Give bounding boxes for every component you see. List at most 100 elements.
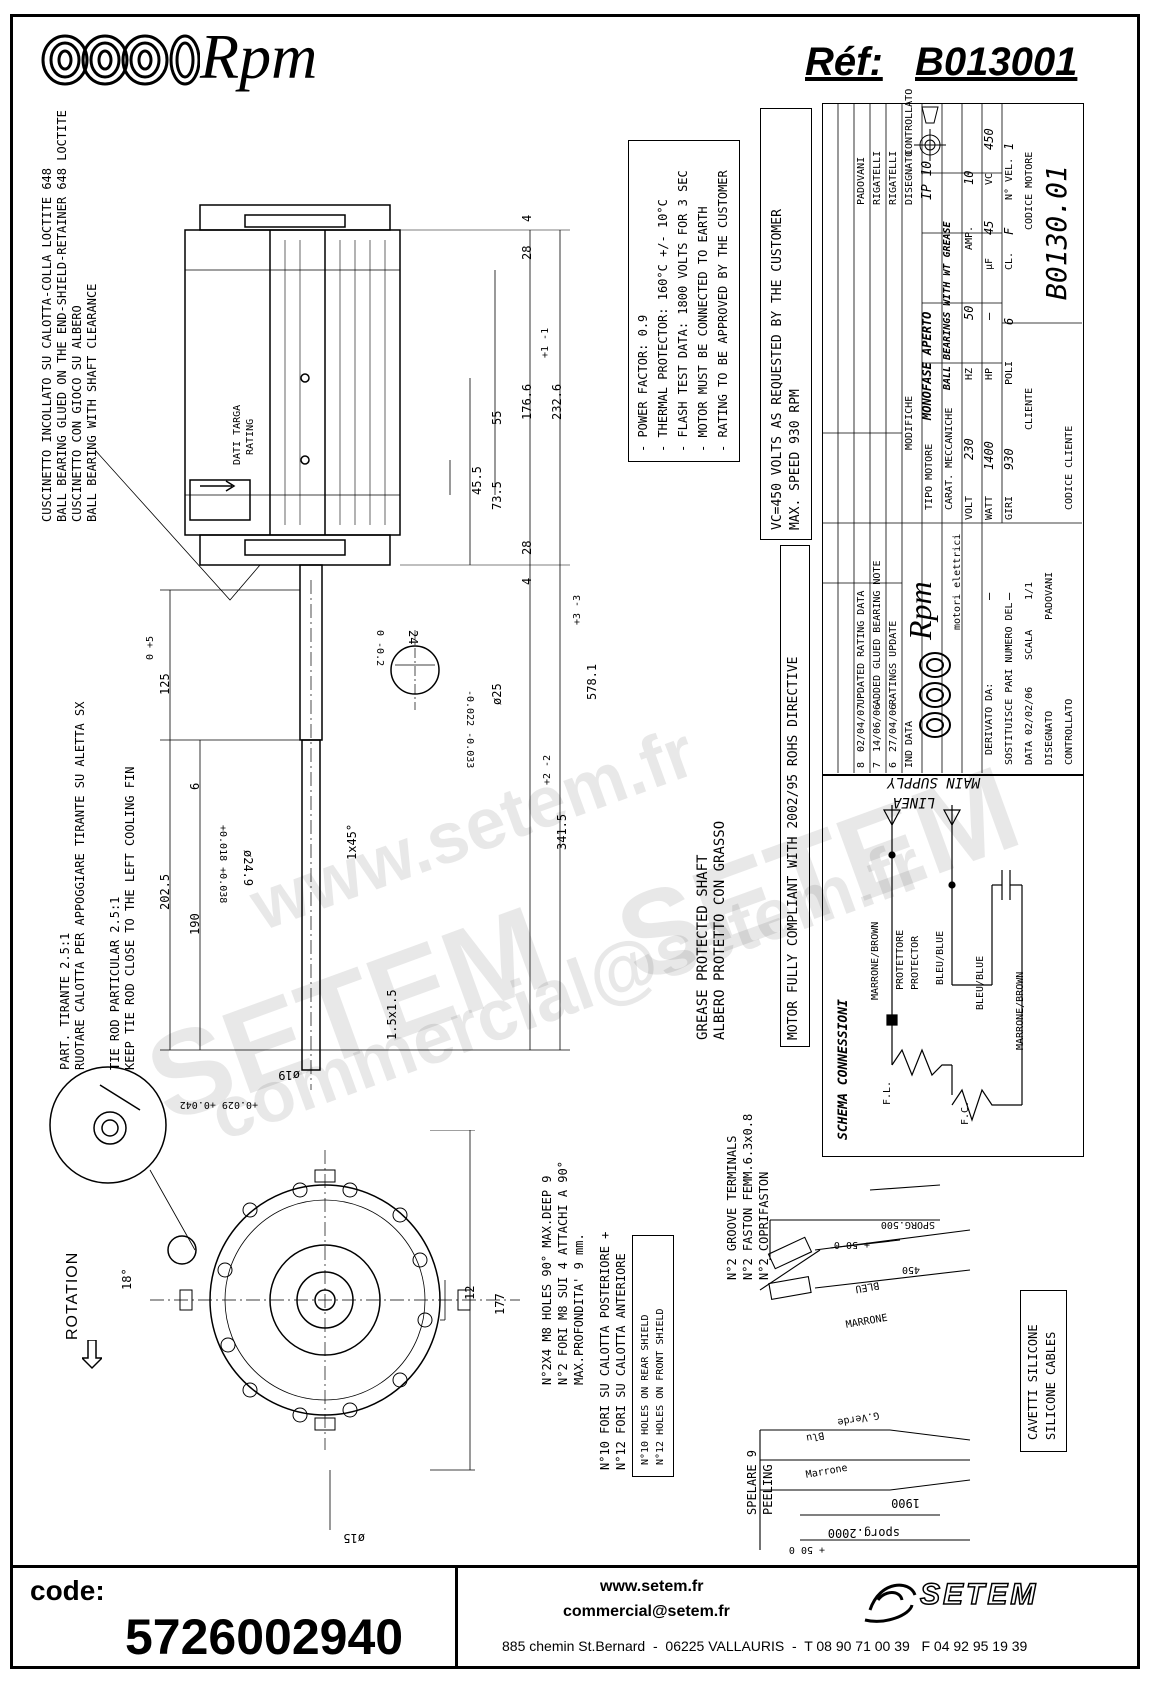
tipo-motore: MONOFASE APERTO (920, 311, 934, 420)
grease-note-it: ALBERO PROTETTO CON GRASSO (712, 820, 728, 1040)
spec-line-3: - FLASH TEST DATA: 1800 VOLTS FOR 3 SEC (676, 170, 690, 452)
rev7-date: 14/06/06 (872, 703, 883, 752)
hz-value: 50 (962, 305, 976, 320)
rev8-text: UPDATED RATING DATA (856, 590, 867, 705)
specs-box (628, 140, 740, 462)
cable-450: 450 (901, 1264, 920, 1275)
dim-shaft-19: ø19 (278, 1068, 300, 1082)
dim-flat: 1.5x1.5 (385, 989, 399, 1040)
dim-190: 190 (188, 913, 202, 935)
holes-note-5: N°12 FORI SU CALOTTA ANTERIORE (614, 1253, 628, 1470)
volt-label: VOLT (964, 495, 975, 520)
dim-578: 578.1 (585, 663, 599, 700)
holes-note-1: N°2X4 M8 HOLES 90° MAX.DEEP 9 (540, 1175, 554, 1385)
dim-shaft-24: ø24.9 (241, 850, 255, 887)
ref-label: Réf: (805, 40, 883, 84)
dim-4-top: 4 (520, 214, 534, 222)
motor-front-view (150, 1130, 520, 1530)
vc-label: VC (984, 172, 995, 185)
schema-marrone-brown-1: MARRONE/BROWN (870, 921, 881, 1000)
derivato-label: DERIVATO DA: (984, 682, 995, 755)
brand-name: Rpm (200, 21, 318, 92)
poli-value: 6 (1002, 317, 1016, 325)
dim-55: 55 (490, 410, 504, 425)
modifiche-label: MODIFICHE (904, 395, 915, 450)
rpm-logo (40, 30, 201, 90)
controllato-label: CONTROLLATO (1064, 698, 1075, 765)
dim-shaft-24-tol: +0.018 +0.038 (217, 825, 228, 904)
rev6-text: RATINGS UPDATE (888, 620, 899, 705)
schema-fl: F.L. (882, 1080, 893, 1105)
cable-sporg2000-tol: + 50 0 (788, 1544, 825, 1555)
vc-line-1: VC=450 VOLTS AS REQUESTED BY THE CUSTOME… (770, 209, 785, 530)
rev7-ind: 7 (872, 761, 883, 768)
schema-protector: PROTECTOR (910, 935, 921, 990)
data-date-label: DATA (1024, 740, 1035, 765)
holes-note-6: N°10 HOLES ON REAR SHIELD (640, 1314, 651, 1465)
rev8-date: 02/04/07 (856, 703, 867, 752)
rev8-ind: 8 (856, 761, 867, 768)
silicone-cables-1: CAVETTI SILICONE (1026, 1324, 1040, 1440)
silicone-cables-box (1020, 1290, 1067, 1452)
schema-fc: F.C. (960, 1100, 971, 1125)
watt-value: 1400 (982, 441, 996, 470)
dim-45: 45.5 (470, 466, 484, 495)
codice-cliente-label: CODICE CLIENTE (1064, 425, 1075, 510)
dim-shaft-19-tol: +0.029 +0.042 (179, 1099, 258, 1110)
data-date: 02/02/06 (1024, 686, 1035, 735)
grease-note-en: GREASE PROTECTED SHAFT (695, 854, 711, 1040)
volt-value: 230 (962, 438, 976, 460)
footer-address: 885 chemin St.Bernard - 06225 VALLAURIS … (502, 1638, 1028, 1654)
rev6-ind: 6 (888, 761, 899, 768)
schema-wiring (883, 805, 1023, 1122)
rotation-arrow-icon (80, 1339, 104, 1375)
dim-28-top: 28 (520, 245, 534, 260)
ref-value: B013001 (915, 40, 1078, 84)
footer-divider (10, 1565, 1140, 1568)
schema-box (822, 775, 1084, 1157)
title-block (822, 103, 1084, 775)
rev8-by: PADOVANI (856, 156, 867, 205)
giri-label: GIRI (1004, 495, 1015, 520)
footer-brand: SETEM (919, 1577, 1039, 1612)
sostituisce-value: – (1002, 592, 1016, 600)
scala-label: SCALA (1024, 629, 1035, 660)
derivato-value: – (982, 592, 996, 600)
dim-18-deg: 18° (120, 1268, 134, 1290)
dim-125: 125 (158, 673, 172, 695)
holes-note-4: N°10 FORI SU CALOTTA POSTERIORE + (598, 1231, 612, 1470)
dim-d25-tol: -0.022 -0.033 (464, 690, 475, 769)
cable-1900: 1900 (891, 1496, 920, 1510)
title-block-grid (822, 103, 1082, 773)
amp-value: 10 (962, 170, 976, 185)
dim-125-tol: 0 +5 (145, 635, 156, 660)
spec-line-4: - MOTOR MUST BE CONNECTED TO EARTH (696, 206, 710, 452)
nvel-value: 1 (1002, 142, 1016, 150)
footer-email: commercial@setem.fr (563, 1603, 730, 1620)
dim-6: 6 (188, 782, 202, 790)
vc-value: 450 (982, 128, 996, 150)
projection-symbol-icon (910, 105, 950, 170)
disegnato-label: DISEGNATO (1044, 710, 1055, 765)
codice-motore-label: CODICE MOTORE (1024, 151, 1035, 230)
nameplate-label-it: DATI TARGA (232, 404, 243, 465)
rohs-box (780, 545, 810, 1047)
cable-sporg2000: sporg.2000 (827, 1526, 900, 1540)
nvel-label: N° VEL. (1004, 157, 1015, 200)
scala-value: 1/1 (1024, 581, 1035, 600)
dim-176: 176.6 (520, 383, 534, 420)
schema-protettore: PROTETTORE (895, 929, 906, 990)
cable-drawings (759, 1184, 971, 1550)
footer-web: www.setem.fr (600, 1578, 704, 1595)
dim-232: 232.6 (550, 383, 564, 420)
dim-341: 341.5 (555, 813, 569, 850)
rev7-text: ADDED GLUED BEARING NOTE (872, 560, 883, 706)
hp-value: – (982, 312, 996, 320)
tb-company-small: motori elettrici (952, 533, 963, 630)
cable-sporg500: SPORG.500 (880, 1219, 935, 1230)
dim-key-24: 24 (406, 630, 420, 645)
silicone-cables-2: SILICONE CABLES (1044, 1331, 1058, 1440)
cl-value: F (1002, 227, 1016, 235)
codice-motore: B0130.01 (1040, 165, 1073, 300)
drawing-sheet (10, 14, 1140, 1669)
